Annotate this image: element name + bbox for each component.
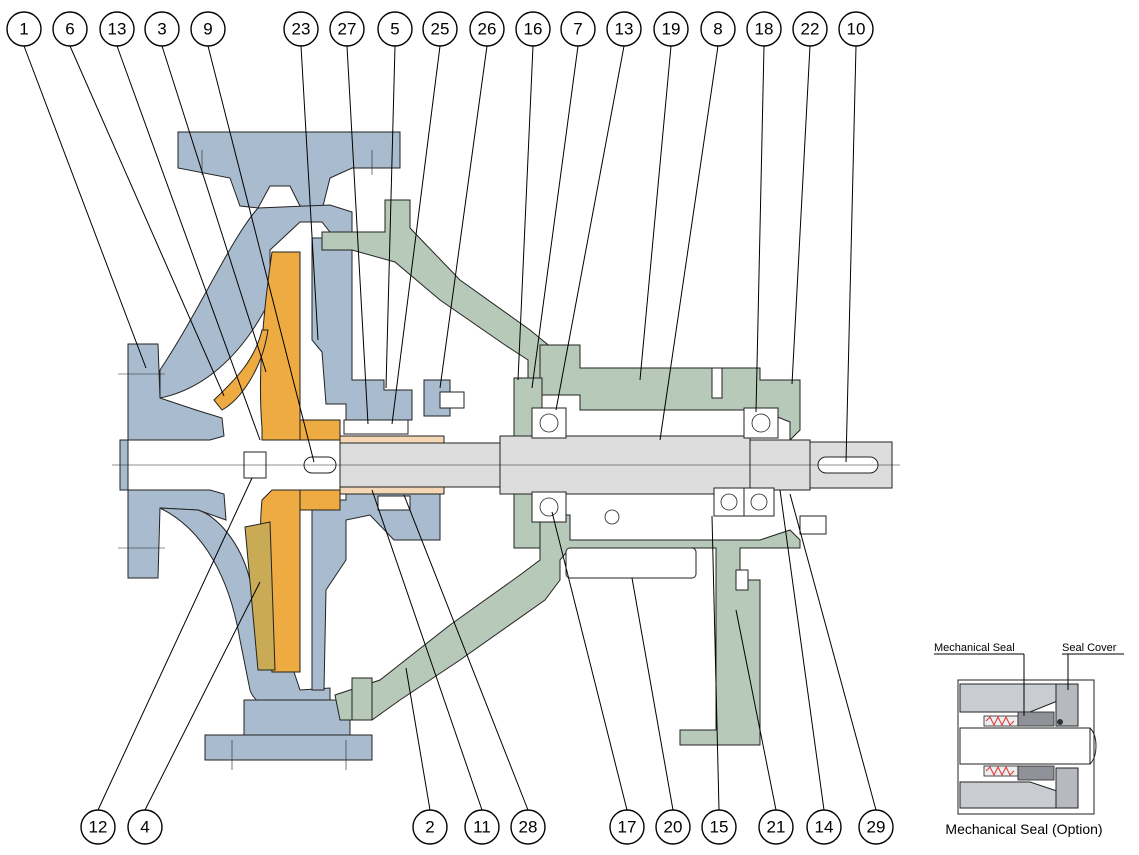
svg-text:1: 1	[19, 20, 28, 39]
bearing-bracket	[321, 199, 801, 746]
svg-text:25: 25	[431, 20, 450, 39]
svg-text:7: 7	[573, 20, 582, 39]
callout-20: 20	[655, 809, 691, 845]
callout-22: 22	[792, 11, 828, 47]
callout-18: 18	[746, 11, 782, 47]
svg-text:8: 8	[713, 20, 722, 39]
callout-2: 2	[412, 809, 448, 845]
callout-3: 3	[144, 11, 180, 47]
svg-text:26: 26	[478, 20, 497, 39]
mechanical-seal-label: Mechanical Seal	[934, 642, 1015, 654]
callout-15: 15	[701, 809, 737, 845]
svg-text:10: 10	[847, 20, 866, 39]
svg-text:14: 14	[815, 818, 834, 837]
wear-ring	[244, 521, 276, 671]
svg-text:27: 27	[338, 20, 357, 39]
callout-19: 19	[653, 11, 689, 47]
svg-text:22: 22	[801, 20, 820, 39]
callout-11: 11	[464, 809, 500, 845]
callouts-bottom: 12 4 2 11 28 17 20 15 21 14 29	[80, 809, 894, 845]
callout-13: 13	[99, 11, 135, 47]
svg-text:18: 18	[755, 20, 774, 39]
leader-lines	[23, 45, 877, 811]
callout-7: 7	[560, 11, 596, 47]
callout-9: 9	[190, 11, 226, 47]
callout-17: 17	[609, 809, 645, 845]
svg-text:29: 29	[867, 818, 886, 837]
bolts	[439, 367, 827, 591]
svg-text:12: 12	[89, 818, 108, 837]
callout-8: 8	[700, 11, 736, 47]
mechanical-seal-inset: Mechanical Seal Seal Cover Mechanical Se…	[934, 642, 1124, 837]
svg-text:4: 4	[140, 818, 149, 837]
svg-text:28: 28	[519, 818, 538, 837]
callout-12: 12	[80, 809, 116, 845]
svg-text:19: 19	[662, 20, 681, 39]
inset-caption: Mechanical Seal (Option)	[945, 821, 1102, 837]
center-lines	[112, 150, 900, 770]
callout-29: 29	[858, 809, 894, 845]
callout-25: 25	[422, 11, 458, 47]
callout-28: 28	[510, 809, 546, 845]
svg-text:17: 17	[618, 818, 637, 837]
svg-text:5: 5	[390, 20, 399, 39]
callout-21: 21	[758, 809, 794, 845]
callout-6: 6	[52, 11, 88, 47]
callout-4: 4	[127, 809, 163, 845]
svg-text:13: 13	[108, 20, 127, 39]
svg-text:15: 15	[710, 818, 729, 837]
callout-5: 5	[377, 11, 413, 47]
callout-1: 1	[6, 11, 42, 47]
svg-text:2: 2	[425, 818, 434, 837]
callout-27: 27	[329, 11, 365, 47]
svg-text:3: 3	[157, 20, 166, 39]
svg-text:6: 6	[65, 20, 74, 39]
svg-text:21: 21	[767, 818, 786, 837]
svg-text:13: 13	[615, 20, 634, 39]
svg-text:23: 23	[292, 20, 311, 39]
callout-14: 14	[806, 809, 842, 845]
callout-16: 16	[515, 11, 551, 47]
pump-drawing	[112, 131, 900, 770]
bracket-foot	[565, 547, 697, 579]
callout-10: 10	[838, 11, 874, 47]
callout-13-b: 13	[606, 11, 642, 47]
callouts-top: 1 6 13 3 9 23 27 5 25 26 16 7 13 19 8 18…	[6, 11, 874, 47]
svg-text:11: 11	[473, 818, 491, 837]
svg-text:9: 9	[203, 20, 212, 39]
callout-26: 26	[469, 11, 505, 47]
seal-cover-label: Seal Cover	[1062, 642, 1117, 654]
callout-23: 23	[283, 11, 319, 47]
svg-text:20: 20	[664, 818, 683, 837]
bearings	[531, 407, 779, 525]
svg-text:16: 16	[524, 20, 543, 39]
